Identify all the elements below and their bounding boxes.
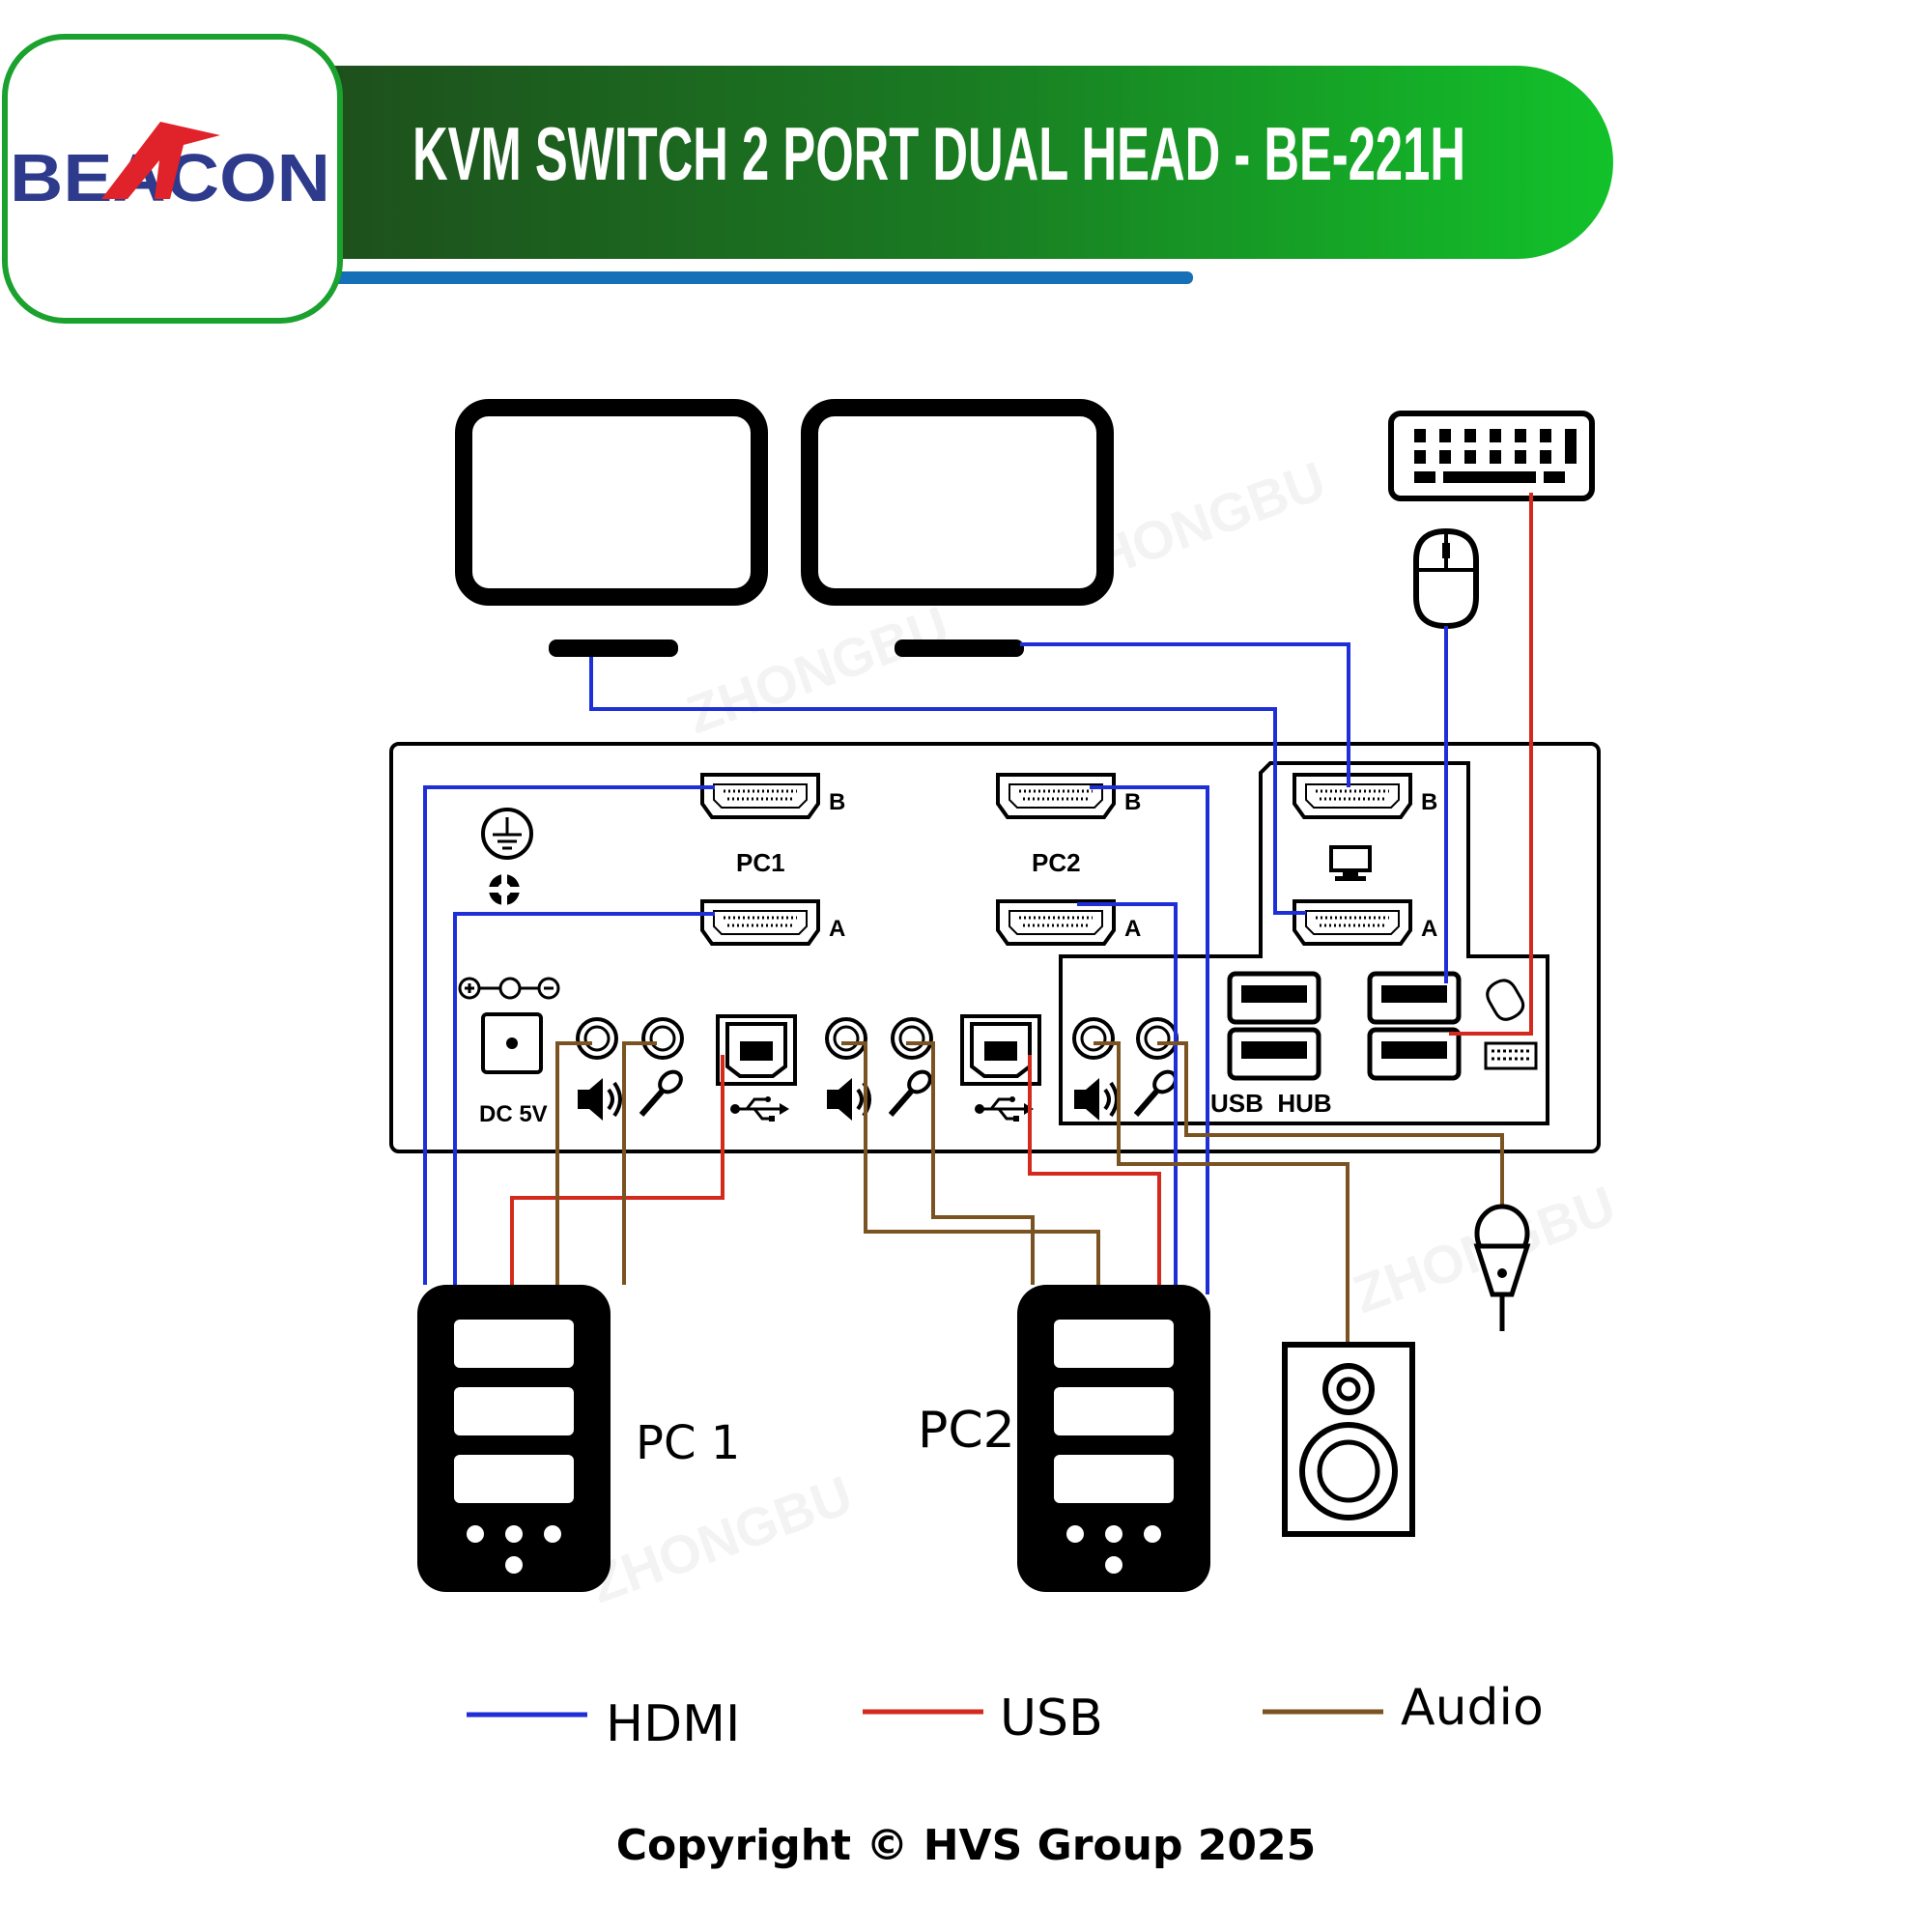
usb-hub-port [1230, 974, 1319, 1022]
hdmi-cable [423, 785, 715, 1285]
console-port-a-letter: A [1421, 916, 1437, 942]
pc1-label: PC 1 [636, 1416, 740, 1470]
polarity-icon [458, 977, 560, 1000]
logo: BEACON [2, 34, 343, 324]
screw-icon [487, 872, 522, 907]
pc2-hdmi-port-b [996, 773, 1116, 819]
audio-cable [1094, 1041, 1350, 1345]
pc2-usb-b-port [960, 1014, 1041, 1086]
monitor-small-icon [1329, 845, 1372, 881]
console-hdmi-port-b [1293, 773, 1412, 819]
cables [423, 493, 1533, 1345]
pc1-hdmi-port-a [700, 899, 820, 946]
usb-cable [1028, 1055, 1161, 1285]
audio-cable [841, 1041, 1100, 1285]
pc1-mic-in-jack [641, 1017, 684, 1060]
usb-cable [510, 1055, 724, 1285]
header-banner: KVM SWITCH 2 PORT DUAL HEAD - BE-221H [290, 66, 1613, 284]
copyright-notice: Copyright © HVS Group 2025 [615, 1821, 1317, 1870]
pc1-panel-label: PC1 [736, 848, 785, 877]
audio-cable [1157, 1041, 1504, 1209]
logo-a-mark [101, 122, 220, 199]
audio-cable [906, 1041, 1035, 1285]
hdmi-cable [589, 657, 1306, 915]
pc1-port-a-letter: A [829, 916, 845, 942]
usb-hub-label: USB HUB [1210, 1089, 1332, 1118]
watermark-text: ZHONGBU [679, 594, 957, 745]
console-port-b-letter: B [1421, 789, 1437, 815]
legend-usb-label: USB [1000, 1690, 1103, 1747]
hdmi-cable [1090, 785, 1209, 1294]
pc1-usb-b-port [716, 1014, 797, 1086]
pc2-hdmi-port-a [996, 899, 1116, 946]
monitor-1 [455, 399, 768, 657]
pc2-label: PC2 [918, 1402, 1015, 1460]
watermark-text: ZHONGBU [582, 1463, 861, 1614]
header-underline [319, 271, 1193, 284]
pc2-panel-label: PC2 [1032, 848, 1081, 877]
hdmi-cable [1077, 902, 1178, 1285]
hdmi-cable [453, 912, 715, 1285]
microphone-device-icon [1473, 1204, 1531, 1331]
pc1-tower-icon [417, 1285, 611, 1592]
pc2-tower-icon [1017, 1285, 1210, 1592]
hdmi-cable [1020, 642, 1350, 787]
keyboard-icon [1388, 411, 1595, 501]
ground-icon [481, 808, 533, 860]
mouse-port-icon [1486, 979, 1525, 1021]
audio-cable [622, 1041, 657, 1285]
console-mic-in-jack [1136, 1017, 1179, 1060]
keyboard-usb-port [1370, 1030, 1459, 1078]
legend: HDMI USB Audio [467, 1679, 1544, 1753]
audio-cable [555, 1041, 592, 1285]
console-hdmi-port-a [1293, 899, 1412, 946]
pc1-hdmi-port-b [700, 773, 820, 819]
dc-power-jack [481, 1012, 543, 1074]
usb-hub-port [1230, 1030, 1319, 1078]
page-title: KVM SWITCH 2 PORT DUAL HEAD - BE-221H [412, 111, 1465, 196]
speaker-device-icon [1282, 1342, 1415, 1537]
legend-hdmi-label: HDMI [606, 1695, 740, 1753]
usb-cable [1449, 493, 1533, 1036]
keyboard-port-icon [1484, 1041, 1538, 1070]
pc2-audio-out-jack [825, 1017, 867, 1060]
monitor-2 [801, 399, 1114, 657]
console-audio-out-jack [1072, 1017, 1115, 1060]
pc2-port-b-letter: B [1124, 789, 1141, 815]
pc1-port-b-letter: B [829, 789, 845, 815]
mouse-icon [1413, 527, 1479, 630]
power-label: DC 5V [479, 1101, 548, 1127]
legend-audio-label: Audio [1401, 1679, 1544, 1737]
pc2-mic-in-jack [891, 1017, 933, 1060]
pc1-audio-out-jack [576, 1017, 618, 1060]
pc2-port-a-letter: A [1124, 916, 1141, 942]
kvm-switch-panel: B A PC1 B A PC2 B A [389, 742, 1601, 1153]
